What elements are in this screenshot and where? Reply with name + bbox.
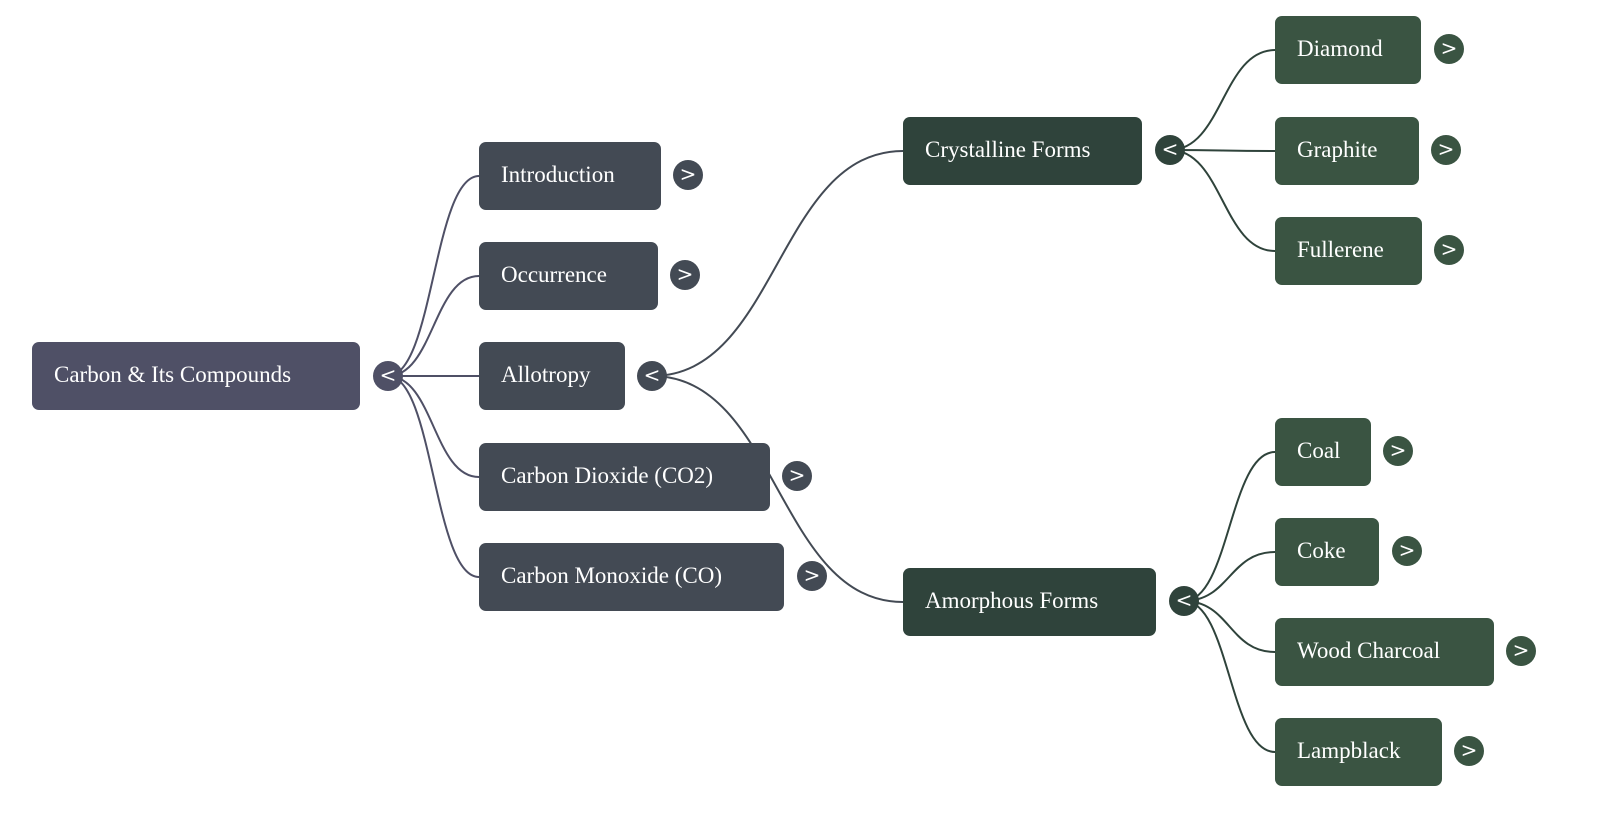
edge-root-to-carbon-monoxide — [387, 375, 480, 578]
expand-toggle-icon[interactable]: > — [1392, 536, 1422, 566]
node-carbon-monoxide[interactable]: Carbon Monoxide (CO) — [479, 543, 784, 611]
node-wood-charcoal[interactable]: Wood Charcoal — [1275, 618, 1494, 686]
node-carbon-dioxide[interactable]: Carbon Dioxide (CO2) — [479, 443, 770, 511]
node-root[interactable]: Carbon & Its Compounds — [32, 342, 360, 410]
node-diamond[interactable]: Diamond — [1275, 16, 1421, 84]
collapse-toggle-icon[interactable]: < — [373, 361, 403, 391]
expand-toggle-icon[interactable]: > — [1383, 436, 1413, 466]
node-lampblack[interactable]: Lampblack — [1275, 718, 1442, 786]
node-introduction[interactable]: Introduction — [479, 142, 661, 210]
collapse-toggle-icon[interactable]: < — [637, 361, 667, 391]
node-allotropy[interactable]: Allotropy — [479, 342, 625, 410]
edge-allotropy-to-amorphous — [651, 375, 904, 603]
edge-root-to-occurrence — [387, 275, 480, 377]
expand-toggle-icon[interactable]: > — [797, 561, 827, 591]
expand-toggle-icon[interactable]: > — [1506, 636, 1536, 666]
node-coke[interactable]: Coke — [1275, 518, 1379, 586]
expand-toggle-icon[interactable]: > — [782, 461, 812, 491]
edge-amorphous-to-wood-charcoal — [1183, 600, 1276, 653]
node-crystalline[interactable]: Crystalline Forms — [903, 117, 1142, 185]
edge-crystalline-to-diamond — [1169, 49, 1276, 151]
node-amorphous[interactable]: Amorphous Forms — [903, 568, 1156, 636]
edge-root-to-carbon-dioxide — [387, 375, 480, 478]
expand-toggle-icon[interactable]: > — [670, 260, 700, 290]
node-graphite[interactable]: Graphite — [1275, 117, 1419, 185]
edge-root-to-introduction — [387, 175, 480, 377]
edge-amorphous-to-coke — [1183, 551, 1276, 602]
node-occurrence[interactable]: Occurrence — [479, 242, 658, 310]
expand-toggle-icon[interactable]: > — [1434, 235, 1464, 265]
node-coal[interactable]: Coal — [1275, 418, 1371, 486]
expand-toggle-icon[interactable]: > — [1434, 34, 1464, 64]
edge-amorphous-to-coal — [1183, 451, 1276, 602]
expand-toggle-icon[interactable]: > — [1454, 736, 1484, 766]
edge-crystalline-to-fullerene — [1169, 149, 1276, 252]
edge-allotropy-to-crystalline — [651, 150, 904, 377]
edge-crystalline-to-graphite — [1169, 149, 1276, 152]
collapse-toggle-icon[interactable]: < — [1155, 135, 1185, 165]
expand-toggle-icon[interactable]: > — [673, 160, 703, 190]
collapse-toggle-icon[interactable]: < — [1169, 586, 1199, 616]
node-fullerene[interactable]: Fullerene — [1275, 217, 1422, 285]
expand-toggle-icon[interactable]: > — [1431, 135, 1461, 165]
edge-amorphous-to-lampblack — [1183, 600, 1276, 753]
